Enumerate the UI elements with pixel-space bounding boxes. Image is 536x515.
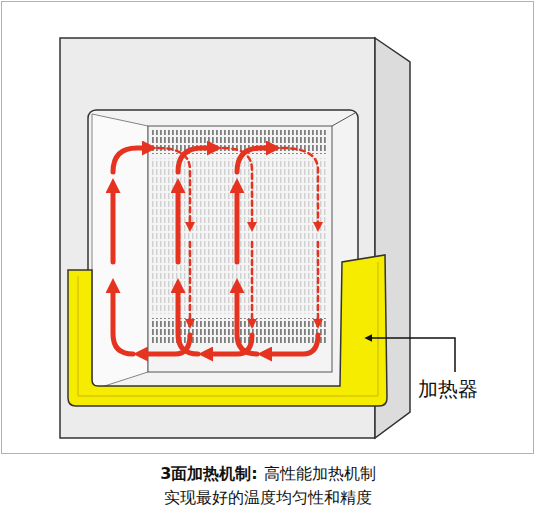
back-panel — [148, 126, 332, 372]
flow-up — [176, 187, 181, 262]
flow-down — [317, 242, 320, 323]
chamber — [88, 110, 358, 395]
flow-up — [237, 287, 257, 354]
flow-down — [282, 148, 318, 226]
flow-up — [235, 187, 240, 262]
flow-down — [251, 242, 254, 323]
flow-top — [237, 148, 272, 172]
heater-edge — [78, 262, 378, 396]
flow-down — [189, 242, 192, 323]
flow-down — [158, 148, 190, 226]
frame — [2, 2, 534, 454]
flow-up — [178, 287, 198, 354]
airflow — [113, 148, 318, 354]
flow-up — [113, 287, 133, 354]
caption-block: 3面加热机制:高性能加热机制 实现最好的温度均匀性和精度 — [0, 462, 536, 510]
heater — [68, 255, 387, 406]
caption-lines: 3面加热机制:高性能加热机制 实现最好的温度均匀性和精度 — [143, 462, 393, 510]
flow-bottom — [266, 335, 318, 354]
flow-up — [111, 187, 116, 262]
flow-top — [178, 148, 213, 172]
leader-line — [366, 338, 455, 372]
chamber-side-wall — [92, 114, 148, 390]
ceiling-edge — [332, 113, 355, 126]
cabinet-front — [60, 38, 375, 438]
caption-heading: 3面加热机制: — [160, 464, 258, 483]
flow-top — [113, 148, 148, 172]
part-label: 加热器 — [418, 376, 478, 403]
